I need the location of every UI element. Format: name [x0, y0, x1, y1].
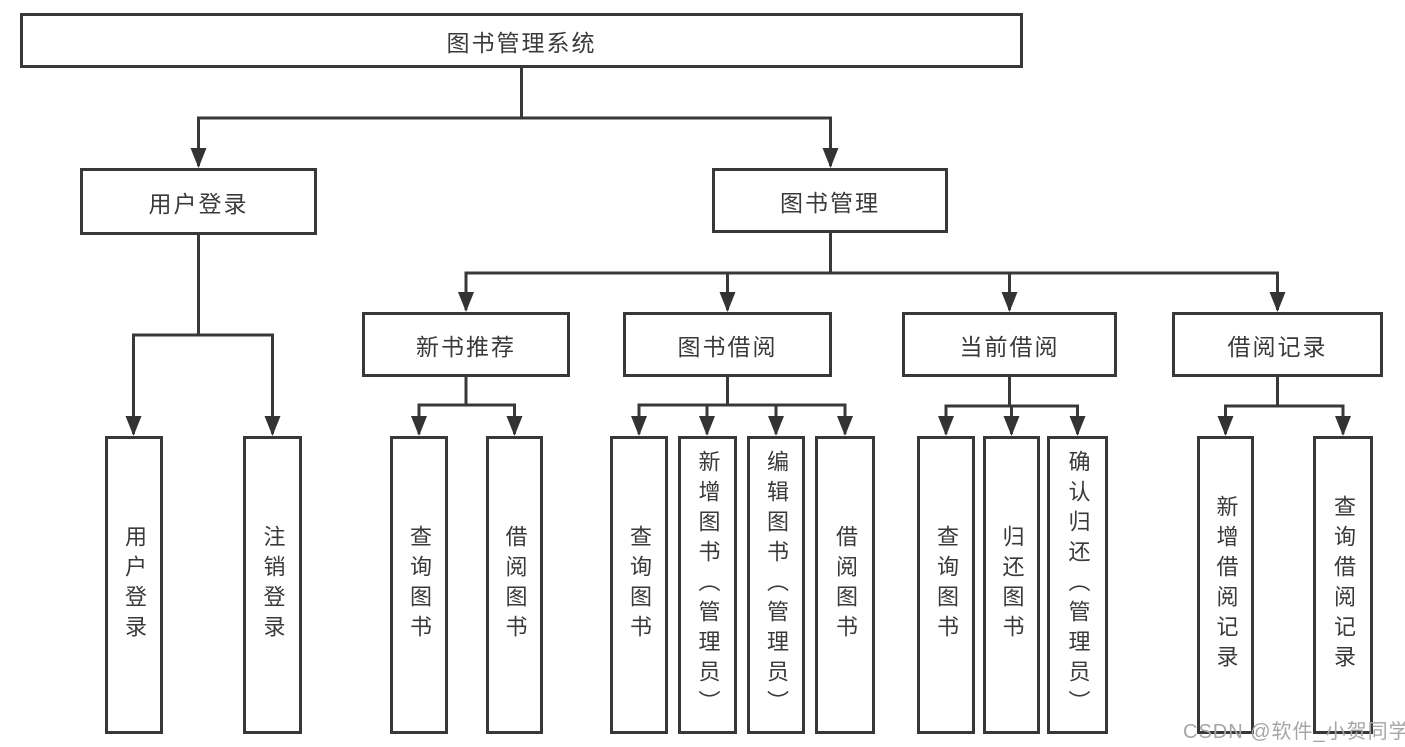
leaf-logout-label: 注销登录 — [260, 525, 286, 645]
node-library-system: 图书管理系统 — [20, 13, 1023, 68]
node-new-book-recommend-label: 新书推荐 — [416, 333, 516, 360]
leaf-user-login: 用户登录 — [105, 436, 163, 734]
leaf-query-book-current-label: 查询图书 — [934, 525, 959, 645]
leaf-add-borrow-record-label: 新增借阅记录 — [1213, 495, 1239, 675]
leaf-logout: 注销登录 — [243, 436, 302, 734]
node-current-borrow-label: 当前借阅 — [959, 333, 1060, 360]
leaf-query-borrow-record-label: 查询借阅记录 — [1331, 495, 1356, 675]
node-book-management: 图书管理 — [712, 168, 948, 233]
leaf-borrow-book: 借阅图书 — [815, 436, 875, 734]
leaf-add-borrow-record: 新增借阅记录 — [1197, 436, 1254, 734]
leaf-confirm-return-admin: 确认归还（管理员） — [1047, 436, 1108, 734]
csdn-watermark: CSDN @软件_小贺同学 — [1183, 721, 1405, 743]
leaf-query-book-recommend: 查询图书 — [390, 436, 448, 734]
node-borrow-records: 借阅记录 — [1172, 312, 1383, 377]
leaf-query-book-current: 查询图书 — [917, 436, 975, 734]
node-borrow-records-label: 借阅记录 — [1227, 333, 1328, 360]
leaf-query-book-borrow-label: 查询图书 — [627, 525, 652, 645]
leaf-query-book-recommend-label: 查询图书 — [407, 525, 432, 645]
leaf-borrow-book-recommend: 借阅图书 — [486, 436, 543, 734]
node-new-book-recommend: 新书推荐 — [362, 312, 570, 377]
leaf-confirm-return-admin-label: 确认归还（管理员） — [1065, 450, 1091, 720]
leaf-borrow-book-label: 借阅图书 — [833, 525, 858, 645]
leaf-add-book-admin: 新增图书（管理员） — [678, 436, 737, 734]
node-book-management-label: 图书管理 — [780, 189, 880, 216]
leaf-return-book-label: 归还图书 — [999, 525, 1025, 645]
connector-paths — [132, 66, 1345, 434]
leaf-edit-book-admin-label: 编辑图书（管理员） — [764, 450, 789, 720]
leaf-borrow-book-recommend-label: 借阅图书 — [502, 525, 528, 645]
node-book-borrow: 图书借阅 — [623, 312, 832, 377]
node-library-system-label: 图书管理系统 — [446, 29, 597, 56]
leaf-user-login-label: 用户登录 — [122, 525, 147, 645]
leaf-query-book-borrow: 查询图书 — [610, 436, 668, 734]
leaf-edit-book-admin: 编辑图书（管理员） — [747, 436, 805, 734]
arrowheads — [125, 148, 1351, 436]
leaf-return-book: 归还图书 — [983, 436, 1040, 734]
node-user-login: 用户登录 — [80, 168, 317, 235]
leaf-query-borrow-record: 查询借阅记录 — [1313, 436, 1373, 734]
leaf-add-book-admin-label: 新增图书（管理员） — [695, 450, 721, 720]
node-user-login-label: 用户登录 — [148, 190, 249, 217]
node-book-borrow-label: 图书借阅 — [677, 333, 778, 360]
node-current-borrow: 当前借阅 — [902, 312, 1117, 377]
